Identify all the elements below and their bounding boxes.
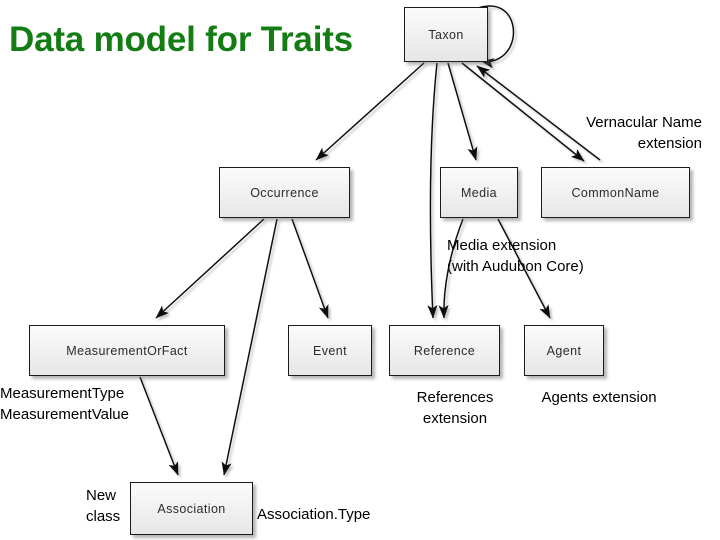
node-association-label: Association: [157, 501, 226, 516]
node-media-label: Media: [460, 185, 498, 200]
node-association[interactable]: Association: [130, 482, 253, 535]
annotation-new-class: New class: [86, 487, 121, 526]
edge-occurrence-association: [221, 218, 278, 476]
node-event-label: Event: [313, 343, 347, 358]
node-measurementorfact-label: MeasurementOrFact: [66, 343, 188, 358]
node-measurementorfact[interactable]: MeasurementOrFact: [29, 325, 225, 376]
edge-taxon-occurrence: [315, 62, 425, 161]
node-media[interactable]: Media: [440, 167, 518, 218]
node-event[interactable]: Event: [288, 325, 372, 376]
edge-occurrence-measurementorfact: [155, 218, 265, 319]
node-occurrence-label: Occurrence: [250, 185, 319, 200]
annotation-measurement-fields: MeasurementType MeasurementValue: [0, 385, 129, 424]
node-taxon[interactable]: Taxon: [404, 7, 488, 62]
node-agent-label: Agent: [546, 343, 582, 358]
annotation-vernacular-name-extension: Vernacular Name extension: [586, 114, 702, 153]
node-taxon-label: Taxon: [428, 27, 464, 42]
node-commonname-label: CommonName: [571, 185, 660, 200]
annotation-association-type: Association.Type: [257, 506, 371, 523]
edge-occurrence-event: [291, 218, 329, 319]
annotation-references-extension: References extension: [416, 389, 494, 428]
annotation-media-extension: Media extension (with Audubon Core): [447, 237, 584, 276]
page-title: Data model for Traits: [9, 20, 353, 59]
node-occurrence[interactable]: Occurrence: [219, 167, 350, 218]
node-agent[interactable]: Agent: [524, 325, 604, 376]
annotation-agents-extension: Agents extension: [541, 389, 657, 406]
node-reference-label: Reference: [413, 343, 476, 358]
node-commonname[interactable]: CommonName: [541, 167, 690, 218]
edge-taxon-reference: [427, 62, 438, 319]
node-reference[interactable]: Reference: [389, 325, 500, 376]
